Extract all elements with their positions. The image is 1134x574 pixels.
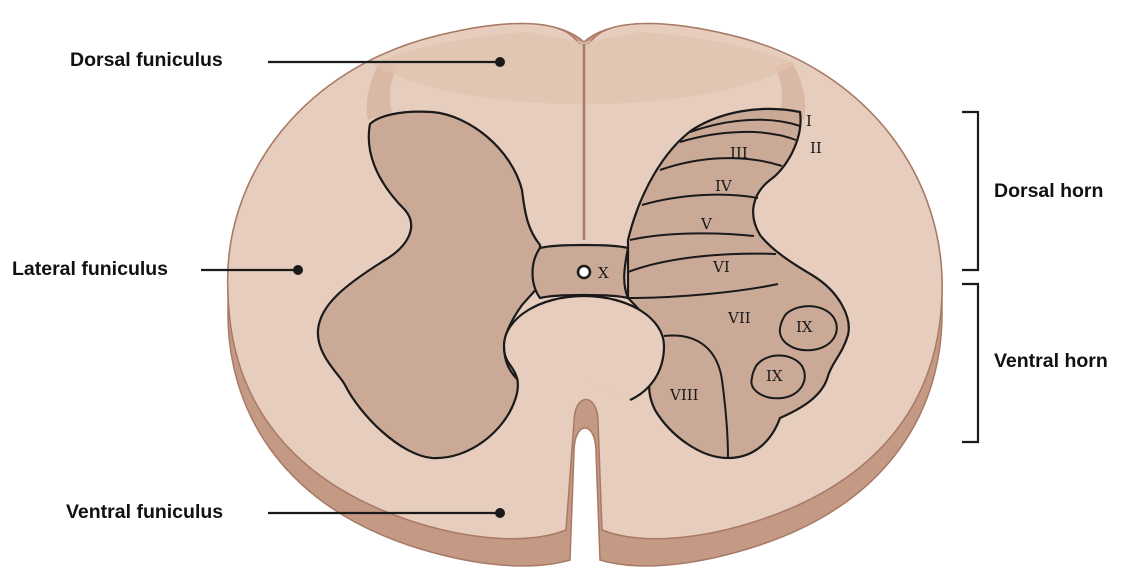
bracket-dorsal-horn [962,112,978,270]
lamina-label-IX-lower: IX [766,367,783,385]
label-ventral-funiculus: Ventral funiculus [66,503,223,523]
lamina-label-II: II [810,139,822,157]
label-dorsal-horn: Dorsal horn [994,182,1103,202]
lamina-label-IX-upper: IX [796,318,813,336]
lamina-label-VIII: VIII [669,386,699,404]
label-ventral-horn: Ventral horn [994,352,1108,372]
label-dorsal-funiculus: Dorsal funiculus [70,51,223,71]
lamina-label-IV: IV [715,177,733,195]
lamina-label-I: I [806,112,812,130]
lamina-label-VI: VI [712,258,730,276]
label-lateral-funiculus: Lateral funiculus [12,260,168,280]
bracket-ventral-horn [962,284,978,442]
lamina-label-X: X [598,264,609,282]
lamina-label-V: V [700,215,713,233]
lamina-label-VII: VII [727,309,751,327]
central-canal [578,266,590,278]
lamina-label-III: III [730,144,748,162]
